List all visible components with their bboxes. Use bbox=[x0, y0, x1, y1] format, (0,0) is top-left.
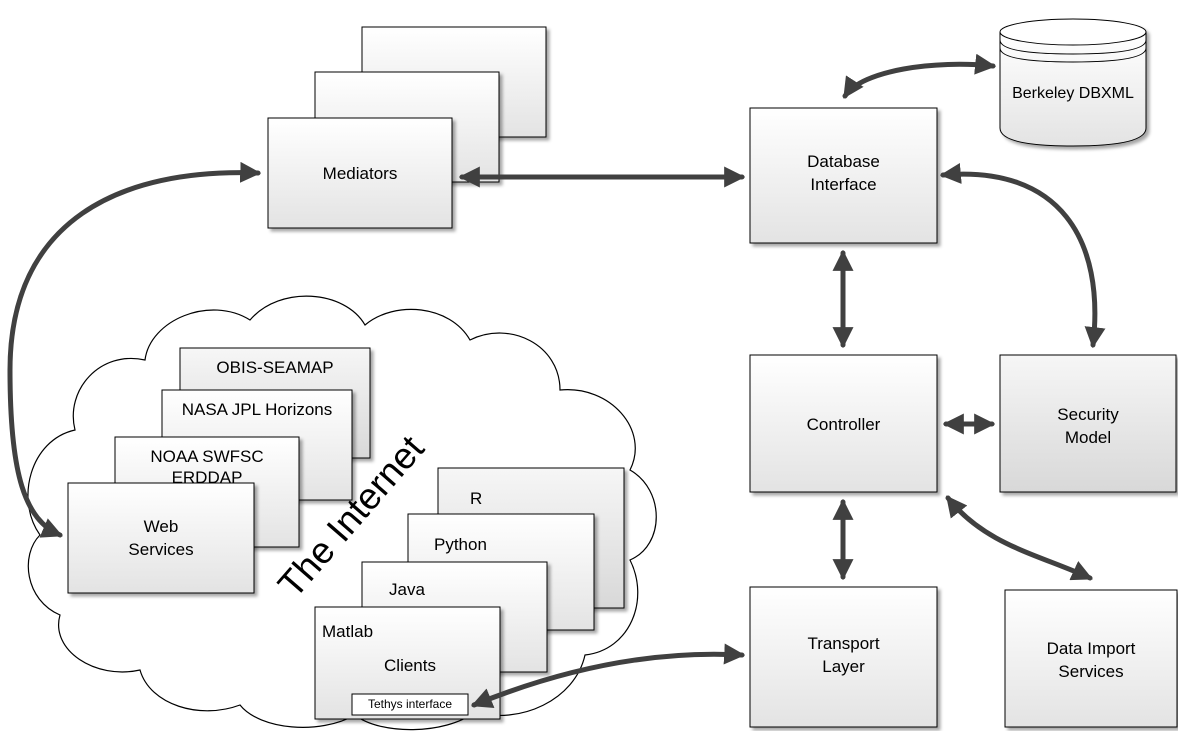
transport-layer-label: Transport Layer bbox=[807, 634, 880, 676]
web-services-label: Web Services bbox=[128, 517, 194, 559]
controller-label: Controller bbox=[806, 415, 881, 434]
security-model-label: Security Model bbox=[1057, 405, 1119, 447]
r-client-label: R bbox=[470, 489, 483, 508]
noaa-label: NOAA SWFSC ERDDAP bbox=[150, 447, 264, 483]
java-client-label: Java bbox=[389, 580, 425, 599]
nasa-label: NASA JPL Horizons bbox=[181, 400, 333, 419]
python-client-label: Python bbox=[434, 535, 487, 554]
controller-box bbox=[749, 354, 938, 493]
arrow-mediators-web-services bbox=[7, 161, 262, 538]
database-interface-label: Database Interface bbox=[807, 152, 880, 194]
tethys-interface-label: Tethys interface bbox=[367, 697, 453, 711]
transport-layer-box bbox=[749, 586, 938, 728]
arrow-db-interface-security bbox=[939, 163, 1106, 349]
security-model-box bbox=[999, 354, 1177, 493]
arrow-transport-tethys bbox=[471, 643, 746, 709]
mediators-label: Mediators bbox=[322, 164, 398, 183]
matlab-client-label: Matlab bbox=[322, 622, 374, 641]
tethys-interface-box bbox=[351, 693, 469, 716]
obis-label: OBIS-SEAMAP bbox=[216, 358, 334, 377]
arrow-db-interface-berkeley bbox=[842, 53, 997, 99]
arrow-controller-data-import bbox=[945, 495, 1093, 581]
berkeley-db-cylinder bbox=[999, 18, 1147, 147]
berkeley-db-label: Berkeley DBXML bbox=[1012, 85, 1134, 102]
database-interface-box bbox=[749, 107, 938, 244]
data-import-box bbox=[1004, 589, 1178, 728]
mediators-box bbox=[267, 117, 453, 229]
clients-label: Clients bbox=[384, 656, 436, 675]
data-import-label: Data Import Services bbox=[1046, 639, 1136, 681]
